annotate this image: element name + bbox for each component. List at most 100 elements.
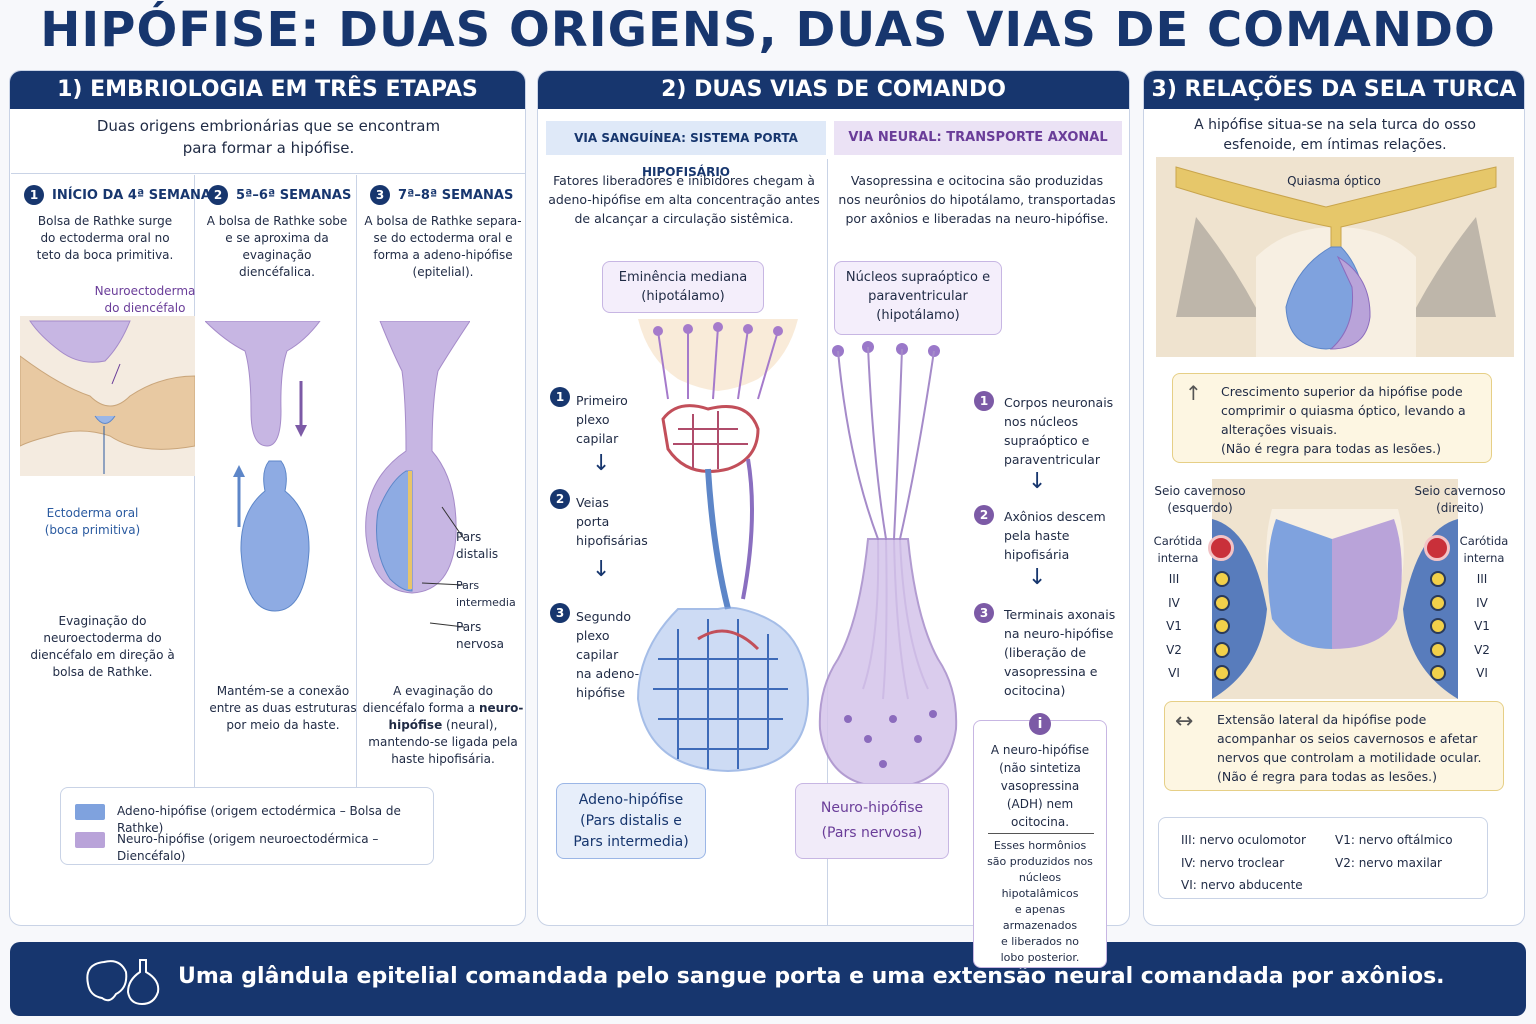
blood-step-3-number: 3 (550, 603, 570, 623)
sinus-right-label: Seio cavernoso (direito) (1414, 484, 1506, 515)
neural-step-1-label: Corpos neuronais nos núcleos supraóptico… (1004, 395, 1114, 467)
arrows-horizontal-icon: ↔ (1175, 709, 1194, 734)
neural-step-2-label: Axônios descem pela haste hipofisária (1004, 509, 1106, 562)
stage-1-title: INÍCIO DA 4ª SEMANA (52, 187, 211, 203)
carotid-right-label: Carótida interna (1459, 534, 1509, 565)
stage-1-illustration (20, 316, 195, 476)
origin-legend: Adeno-hipófise (origem ectodérmica – Bol… (60, 787, 434, 865)
neural-step-3-number: 3 (974, 603, 994, 623)
nerve-legend-iii: III: nervo oculomotor (1181, 833, 1306, 847)
panel-sella-header: 3) RELAÇÕES DA SELA TURCA (1144, 71, 1524, 109)
neural-route-desc: Vasopressina e ocitocina são produzidas … (838, 173, 1116, 226)
stages-frame (11, 173, 525, 925)
neuro-info-callout: i A neuro-hipófise (não sintetiza vasopr… (973, 713, 1107, 968)
info-sub-text: Esses hormônios são produzidos nos núcle… (987, 839, 1093, 964)
stage-3-title: 7ª–8ª SEMANAS (398, 187, 514, 203)
nerve-legend-vi: VI: nervo abducente (1181, 878, 1303, 892)
nerve-right-iv: IV (1476, 595, 1488, 610)
median-eminence-box: Eminência mediana (hipotálamo) (602, 261, 764, 313)
lateral-warning-text: Extensão lateral da hipófise pode acompa… (1217, 712, 1482, 784)
sinus-left-label: Seio cavernoso (esquerdo) (1154, 484, 1246, 515)
stage-1-number: 1 (24, 185, 44, 205)
stage-3-caption: A evaginação do diencéfalo forma a neuro… (362, 684, 524, 766)
footer-banner: Uma glândula epitelial comandada pelo sa… (10, 942, 1526, 1016)
stage-3-desc: A bolsa de Rathke separa-se do ectoderma… (364, 214, 522, 279)
stage-3-illustration (365, 321, 470, 628)
legend-label-neuro: Neuro-hipófise (origem neuroectodérmica … (117, 832, 379, 863)
stage-1-caption: Evaginação do neuroectoderma do diencéfa… (30, 614, 175, 679)
optic-warning-text: Crescimento superior da hipófise pode co… (1221, 384, 1466, 456)
lateral-extension-warning: ↔ Extensão lateral da hipófise pode acom… (1164, 701, 1504, 791)
nerve-legend-iv: IV: nervo troclear (1181, 856, 1285, 870)
page-title: HIPÓFISE: DUAS ORIGENS, DUAS VIAS DE COM… (40, 2, 1496, 58)
blood-step-arrow-1: ↓ (592, 451, 611, 476)
blood-step-2-label: Veias porta hipofisárias (576, 495, 648, 548)
neural-step-arrow-1: ↓ (1028, 469, 1047, 494)
neural-step-arrow-2: ↓ (1028, 565, 1047, 590)
nerve-list-right: III IV V1 V2 VI (1462, 571, 1502, 689)
tab-blood-route: VIA SANGUÍNEA: SISTEMA PORTA HIPOFISÁRIO (546, 121, 826, 179)
panel-embryology-header: 1) EMBRIOLOGIA EM TRÊS ETAPAS (10, 71, 525, 109)
blood-step-1-number: 1 (550, 387, 570, 407)
legend-swatch-neuro (75, 832, 105, 848)
neuro-hypophysis-box: Neuro-hipófise (Pars nervosa) (795, 783, 949, 859)
sella-subtitle: A hipófise situa-se na sela turca do oss… (1194, 117, 1476, 153)
stage-1-header: 1 INÍCIO DA 4ª SEMANA (24, 185, 211, 205)
nerve-legend-v1: V1: nervo oftálmico (1335, 833, 1453, 847)
portal-system-illustration (636, 319, 810, 773)
nerve-right-v1: V1 (1474, 619, 1490, 633)
stage-2-caption: Mantém-se a conexão entre as duas estrut… (209, 684, 357, 732)
neural-step-3-label: Terminais axonais na neuro-hipófise (lib… (1004, 607, 1116, 698)
blood-route-desc: Fatores liberadores e inibidores chegam … (548, 173, 820, 226)
blood-step-1-label: Primeiro plexo capilar (576, 393, 628, 446)
nerve-list-left: III IV V1 V2 VI (1154, 571, 1194, 689)
nerve-left-vi: VI (1168, 666, 1180, 680)
stage-2-number: 2 (208, 185, 228, 205)
neural-step-1-number: 1 (974, 391, 994, 411)
info-main-text: A neuro-hipófise (não sintetiza vasopres… (990, 743, 1090, 829)
stage-2-illustration (205, 321, 321, 612)
stage-2-header: 2 5ª–6ª SEMANAS (208, 185, 351, 205)
nerve-right-v2: V2 (1474, 642, 1490, 657)
carotid-left (1208, 535, 1234, 561)
stage-3-header: 3 7ª–8ª SEMANAS (370, 185, 513, 205)
brain-pituitary-icon (86, 959, 160, 1006)
stage-2-desc: A bolsa de Rathke sobe e se aproxima da … (206, 214, 348, 279)
nerve-dots-left (1214, 571, 1230, 681)
legend-swatch-adeno (75, 804, 105, 820)
panel-routes-header: 2) DUAS VIAS DE COMANDO (538, 71, 1129, 109)
blood-step-arrow-2: ↓ (592, 557, 611, 582)
arrow-up-icon: ↑ (1185, 381, 1202, 405)
info-icon: i (1029, 713, 1051, 735)
nerve-left-iv: IV (1168, 595, 1180, 610)
nerve-left-v1: V1 (1166, 619, 1182, 633)
legend-label-adeno: Adeno-hipófise (origem ectodérmica – Bol… (117, 804, 401, 835)
stage-1-desc: Bolsa de Rathke surge do ectoderma oral … (36, 214, 174, 262)
pars-nervosa-label: Pars nervosa (456, 620, 504, 651)
oral-ectoderm-label: Ectoderma oral (boca primitiva) (44, 506, 141, 537)
pars-intermedia-label: Pars intermedia (456, 579, 516, 609)
nerve-right-iii: III (1476, 572, 1488, 586)
adeno-hypophysis-box: Adeno-hipófise (Pars distalis e Pars int… (556, 783, 706, 859)
sella-sagittal-illustration (1156, 157, 1514, 357)
carotid-right (1424, 535, 1450, 561)
panel-embryology: 1) EMBRIOLOGIA EM TRÊS ETAPAS Duas orige… (9, 70, 526, 926)
optic-chiasm-label: Quiasma óptico (1287, 174, 1381, 188)
stage-3-number: 3 (370, 185, 390, 205)
pars-distalis-label: Pars distalis (456, 530, 499, 561)
tab-neural-route: VIA NEURAL: TRANSPORTE AXONAL (834, 121, 1122, 155)
neuroectoderm-label: Neuroectoderma do diencéfalo (94, 284, 196, 315)
panel-sella-turcica: 3) RELAÇÕES DA SELA TURCA A hipófise sit… (1143, 70, 1525, 926)
nerve-dots-right (1430, 571, 1446, 681)
axonal-transport-illustration (818, 341, 958, 789)
blood-step-2-number: 2 (550, 489, 570, 509)
blood-step-3-label: Segundo plexo capilar na adeno- hipófise (576, 609, 640, 700)
stage-2-title: 5ª–6ª SEMANAS (236, 187, 352, 203)
nerve-legend-v2: V2: nervo maxilar (1335, 856, 1442, 870)
nerve-left-iii: III (1168, 572, 1180, 586)
neural-step-2-number: 2 (974, 505, 994, 525)
footer-text: Uma glândula epitelial comandada pelo sa… (178, 964, 1445, 989)
nerve-right-vi: VI (1476, 666, 1488, 680)
info-divider (988, 833, 1094, 834)
optic-compression-warning: ↑ Crescimento superior da hipófise pode … (1172, 373, 1492, 463)
